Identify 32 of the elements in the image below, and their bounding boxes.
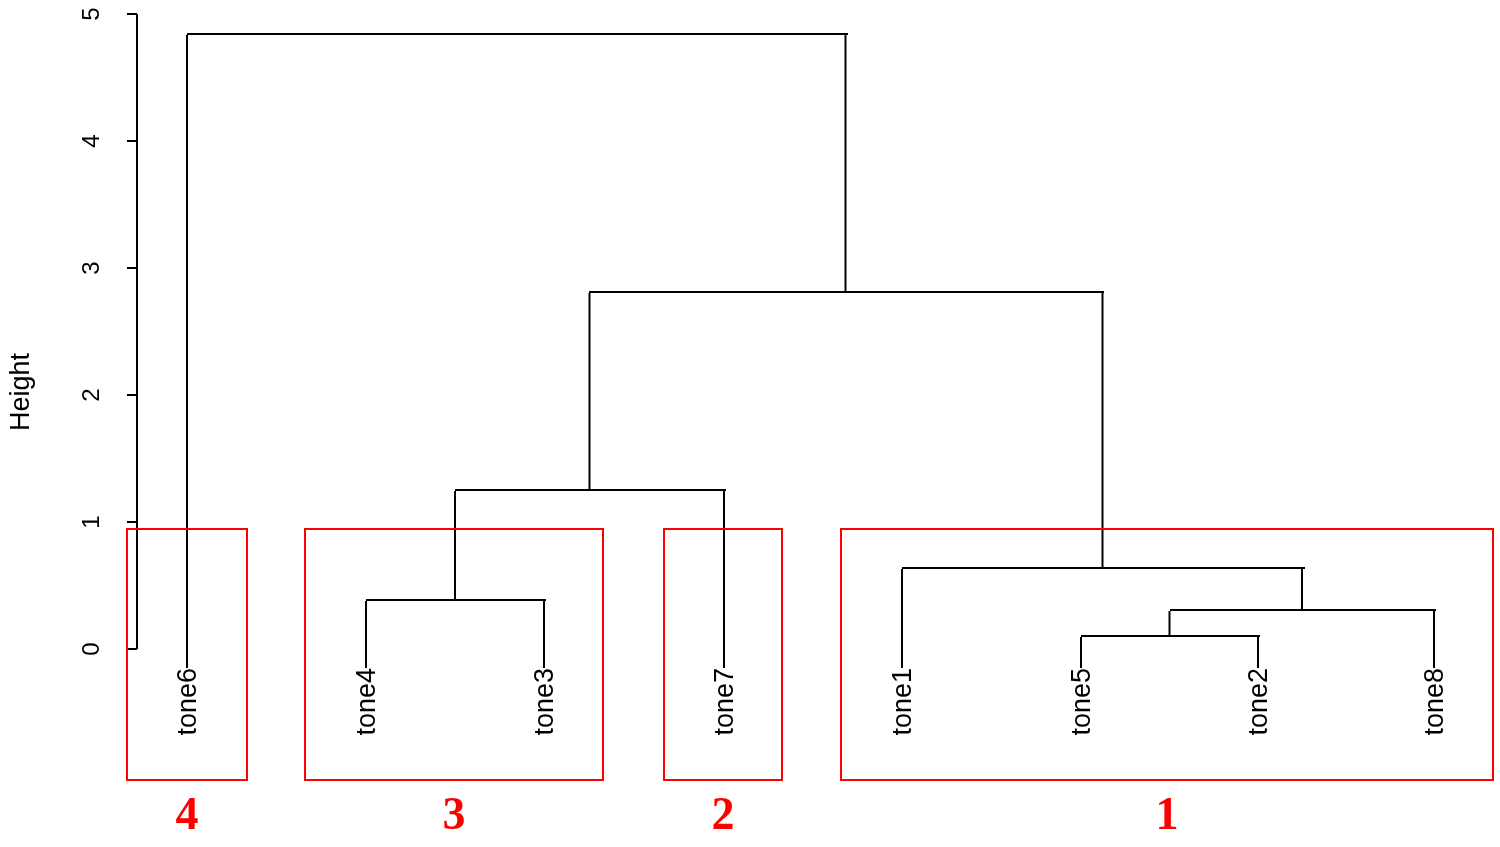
leaf-label: tone5 [1066, 668, 1096, 736]
tree-branch [1433, 610, 1435, 669]
leaf-label: tone4 [351, 668, 381, 736]
leaf-label: tone3 [529, 668, 559, 736]
leaf-label: tone2 [1243, 668, 1273, 736]
tree-branch [1301, 568, 1303, 610]
tree-branch [1080, 636, 1082, 669]
tree-branch [454, 490, 456, 600]
tree-branch [723, 490, 725, 669]
cluster-number: 4 [174, 791, 200, 837]
tree-branch [1101, 292, 1104, 568]
axis-tick-label: 2 [78, 388, 103, 402]
cluster-number: 1 [1154, 791, 1180, 837]
tree-branch [901, 568, 903, 669]
leaf-label: tone1 [887, 668, 917, 736]
tree-branch [844, 34, 847, 292]
leaf-label: tone7 [709, 668, 739, 736]
tree-branch [1168, 610, 1171, 636]
tree-branch [1257, 636, 1259, 669]
leaf-label: tone8 [1419, 668, 1449, 736]
tree-branch [588, 292, 591, 490]
axis-tick-label: 5 [78, 7, 103, 21]
axis-tick-label: 3 [78, 261, 103, 275]
axis-tick-label: 1 [78, 515, 103, 529]
tree-branch [365, 600, 367, 669]
cluster-number: 2 [710, 791, 736, 837]
axis-tick-label: 0 [78, 642, 103, 656]
cluster-number: 3 [441, 791, 467, 837]
axis-tick-label: 4 [78, 134, 103, 148]
tree-branch [543, 600, 545, 669]
tree-branch [186, 34, 188, 669]
leaf-label: tone6 [172, 668, 202, 736]
